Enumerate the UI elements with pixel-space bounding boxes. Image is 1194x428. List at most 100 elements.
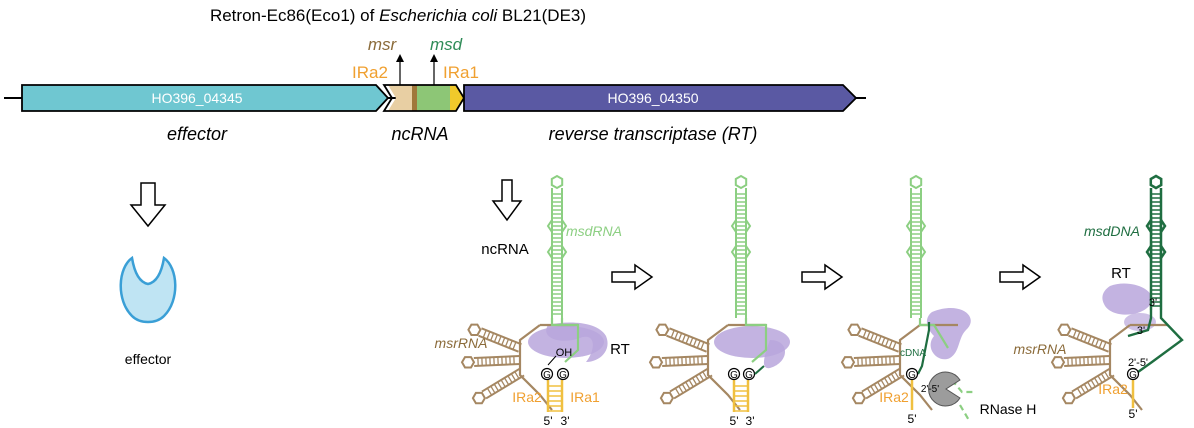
msr-loop [467, 323, 482, 336]
stem-bulge [561, 242, 568, 262]
base-pair [1080, 385, 1086, 394]
base-pair [866, 331, 871, 340]
stem-loop-hairpin [550, 174, 564, 190]
base-pair [508, 340, 513, 349]
base-pair [504, 338, 510, 347]
rt-label: RT [610, 341, 630, 358]
g2-label-circle [742, 367, 756, 381]
base-pair [685, 335, 690, 344]
base-pair [1093, 377, 1100, 386]
msd-dna-label: msdDNA [1084, 223, 1140, 239]
msd-rna-label: msdRNA [566, 223, 622, 239]
g1-label: G [543, 370, 551, 381]
oh-label: OH [556, 347, 573, 359]
msr-arrow-icon [396, 54, 404, 62]
rt-role-label: reverse transcriptase (RT) [549, 124, 758, 144]
step-arrow-icon [611, 263, 654, 291]
base-pair [670, 329, 675, 338]
effector-label: effector [125, 351, 172, 367]
base-pair [688, 379, 694, 388]
ncrna-separator [412, 85, 417, 111]
msr-loop [648, 356, 664, 369]
cdna-strand [917, 322, 931, 375]
msr-loop [460, 356, 476, 369]
effector-role-label: effector [167, 124, 228, 144]
base-pair [1098, 340, 1103, 349]
msr-backbone [706, 324, 741, 411]
base-pair [866, 387, 873, 396]
stem-bulge [920, 216, 927, 236]
base-pair [514, 371, 520, 379]
g2-label: G [745, 370, 753, 381]
msr-strand [1064, 362, 1111, 367]
msr-loop [655, 323, 670, 336]
msr-backbone [898, 324, 933, 411]
rt-protein [926, 308, 971, 360]
step-arrow-icon [801, 263, 844, 291]
g2-label: G [559, 370, 567, 381]
base-pair [486, 387, 493, 396]
base-pair [1091, 337, 1096, 346]
msr-loop [847, 323, 862, 336]
ncrna-locus [382, 84, 466, 112]
ira2-label: IRa2 [512, 389, 542, 405]
base-pair [674, 331, 679, 340]
three-prime-label: 3' [1149, 297, 1157, 309]
base-pair [1087, 381, 1093, 390]
gene-rt-id: HO396_04350 [607, 90, 698, 106]
base-pair [862, 329, 867, 338]
base-pair [696, 340, 701, 349]
msr-strand [473, 355, 520, 360]
base-pair [678, 385, 684, 394]
base-pair [512, 341, 517, 350]
msr-rna-label: msrRNA [435, 335, 488, 351]
stem-bulge [905, 216, 912, 236]
stem-bulge [546, 242, 553, 262]
stem-loop-hairpin [734, 174, 748, 190]
msr-loop [1061, 391, 1077, 405]
msr-strand [861, 367, 901, 393]
g1-label: G [1129, 370, 1137, 381]
base-pair [894, 371, 900, 379]
base-pair [1076, 331, 1081, 340]
base-pair [888, 340, 893, 349]
gene-effector-id: HO396_04345 [151, 90, 242, 106]
stem-bulge [905, 242, 912, 262]
base-pair [1087, 335, 1092, 344]
base-pair [880, 379, 886, 388]
msr-loop [1050, 356, 1066, 369]
stem-loop-hairpin [909, 174, 923, 190]
base-pair [490, 385, 496, 394]
msd-rna-strand [550, 318, 580, 363]
base-pair [681, 334, 686, 343]
base-pair [1072, 329, 1077, 338]
base-pair [497, 335, 502, 344]
base-pair [883, 377, 890, 386]
ira1-label: IRa1 [443, 63, 479, 82]
ncrna-msr-segment [388, 85, 412, 111]
msr-strand [474, 362, 521, 367]
msr-loop [471, 391, 487, 405]
msd-label: msd [430, 35, 463, 54]
base-pair [497, 381, 503, 390]
base-pair [870, 385, 876, 394]
base-pair [1097, 375, 1103, 384]
msd-dna-strand [1137, 310, 1184, 373]
down-arrow-icon [129, 182, 167, 228]
base-pair [887, 375, 893, 384]
base-pair [1100, 373, 1107, 381]
g1-label-circle [540, 367, 554, 381]
msd-rna-strand [744, 318, 768, 363]
linkage-label: 2'-5' [1128, 357, 1148, 369]
g1-label: G [908, 370, 916, 381]
msr-strand [673, 374, 713, 400]
stem-bulge [1159, 241, 1167, 263]
base-pair [674, 387, 681, 396]
stem-bulge [1145, 241, 1153, 263]
stem-bulge [745, 242, 752, 262]
stem-loop-hairpin [1149, 174, 1163, 190]
ira2-label: IRa2 [879, 389, 909, 405]
degraded-rna [959, 404, 971, 423]
